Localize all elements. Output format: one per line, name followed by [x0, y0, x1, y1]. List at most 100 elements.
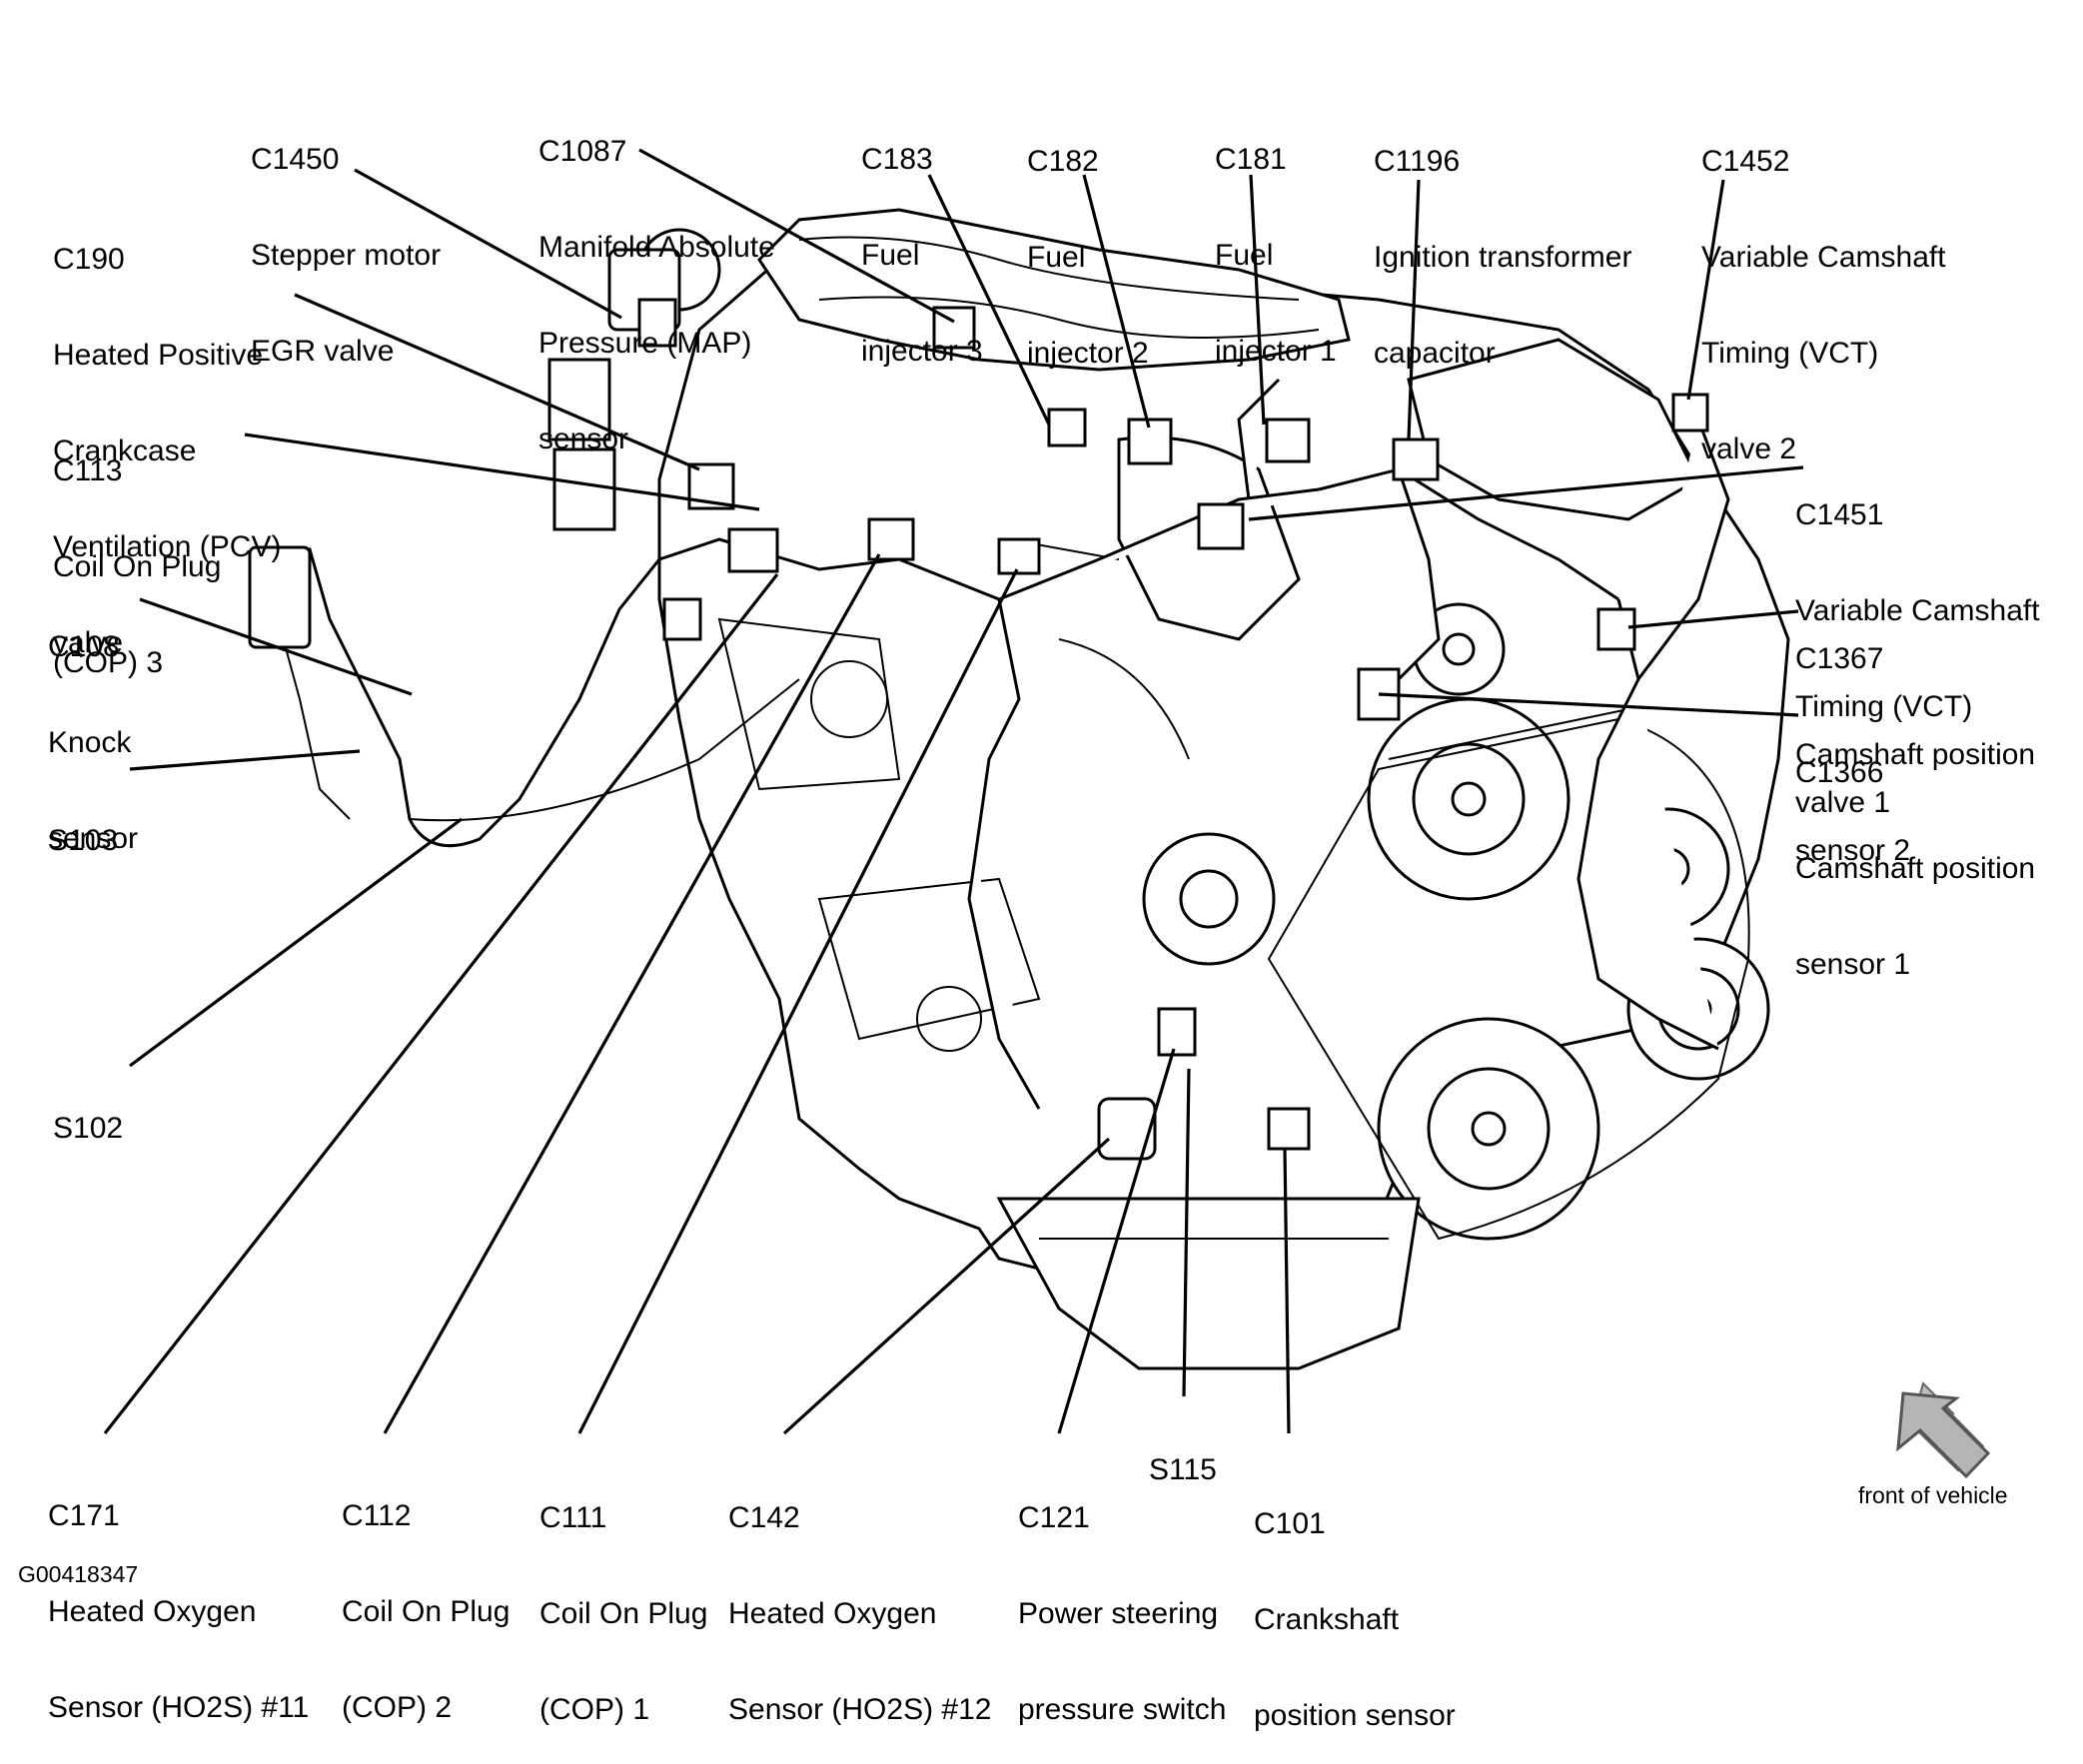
- component-name: Sensor (HO2S) #12: [728, 1693, 992, 1726]
- leader-C121: [1057, 1048, 1176, 1434]
- callout-s102: S102: [53, 1049, 123, 1177]
- component-name: position sensor: [1254, 1699, 1456, 1732]
- component-name: injector 2: [1027, 337, 1149, 370]
- connector-id: C113: [53, 454, 123, 487]
- leader-C1367: [1627, 609, 1799, 629]
- wire-harness: [248, 298, 1730, 1161]
- component-name: pressure switch: [1018, 1693, 1227, 1726]
- component-name: Knock: [48, 726, 132, 759]
- leader-C181: [1249, 174, 1266, 426]
- leader-lines: [103, 148, 1804, 1435]
- component-name: Coil On Plug: [53, 550, 222, 583]
- callout-c113: C113 Coil On Plug (COP) 3: [53, 392, 221, 711]
- component-name: Power steering: [1018, 1597, 1219, 1630]
- leader-C113: [244, 433, 760, 511]
- callout-c181: C181 Fuel injector 1: [1215, 80, 1337, 400]
- leader-C183: [927, 174, 1051, 426]
- connector-id: C1087: [538, 135, 627, 168]
- connector-id: C108: [48, 630, 120, 663]
- component-name: valve 2: [1701, 433, 1797, 465]
- component-name: Fuel: [861, 239, 920, 272]
- component-name: Sensor (HO2S) #11: [48, 1691, 310, 1724]
- component-name: injector 1: [1215, 335, 1337, 368]
- component-name: (COP) 1: [539, 1693, 650, 1726]
- connector-id: C171: [48, 1499, 120, 1532]
- connector-id: C111: [539, 1501, 607, 1534]
- callout-c1367: C1367 Camshaft position sensor 2: [1795, 579, 2035, 899]
- leader-C1452: [1686, 179, 1725, 401]
- connector-id: C190: [53, 243, 125, 276]
- component-name: sensor: [48, 822, 139, 855]
- connector-id: C1196: [1374, 145, 1461, 178]
- leader-S103: [129, 749, 361, 771]
- leader-C112: [383, 553, 881, 1434]
- connector-id: C101: [1254, 1507, 1326, 1540]
- leader-C190: [294, 293, 700, 471]
- leader-C1450: [354, 168, 622, 320]
- component-name: Fuel: [1215, 239, 1274, 272]
- callout-c108: C108 Knock sensor: [48, 567, 138, 887]
- callout-c1450: C1450 Stepper motor EGR valve: [251, 80, 441, 400]
- callout-c1452: C1452 Variable Camshaft Timing (VCT) val…: [1701, 82, 1946, 497]
- connector-id: C1451: [1795, 498, 1884, 531]
- component-name: (COP) 2: [342, 1691, 453, 1724]
- callout-c171: C171 Heated Oxygen Sensor (HO2S) #11: [48, 1436, 309, 1756]
- callout-s103: S103: [48, 761, 118, 889]
- leader-C108: [139, 597, 413, 696]
- component-name: Stepper motor: [251, 239, 442, 272]
- leader-C182: [1082, 174, 1151, 429]
- engine-connector-diagram: [103, 148, 1991, 1479]
- component-name: Pressure (MAP): [538, 327, 752, 360]
- leader-S115: [1182, 1068, 1191, 1397]
- splice-id: S103: [48, 824, 119, 857]
- component-name: Heated Oxygen: [48, 1595, 257, 1628]
- component-name: Camshaft position: [1795, 738, 2036, 771]
- component-name: Manifold Absolute: [538, 231, 775, 264]
- component-name: injector 3: [861, 335, 983, 368]
- component-name: Variable Camshaft: [1701, 241, 1946, 274]
- component-name: Camshaft position: [1795, 852, 2036, 885]
- component-name: Ventilation (PCV): [53, 530, 282, 563]
- callout-c183: C183 Fuel injector 3: [861, 80, 983, 400]
- connector-id: C1367: [1795, 642, 1884, 675]
- splice-id: S115: [1149, 1453, 1217, 1486]
- connector-id: C1450: [251, 143, 340, 176]
- component-name: EGR valve: [251, 335, 395, 368]
- callout-c1196: C1196 Ignition transformer capacitor: [1374, 82, 1631, 402]
- component-name: Variable Camshaft: [1795, 594, 2040, 627]
- connector-id: C183: [861, 143, 933, 176]
- figure-id: G00418347: [18, 1561, 139, 1587]
- callout-c101: C101 Crankshaft position sensor: [1254, 1444, 1456, 1764]
- leader-C171: [103, 573, 779, 1434]
- component-name: Heated Oxygen: [728, 1597, 937, 1630]
- callout-c1451: C1451 Variable Camshaft Timing (VCT) val…: [1795, 436, 2040, 851]
- component-name: Fuel: [1027, 241, 1086, 274]
- component-name: sensor 1: [1795, 948, 1911, 981]
- leader-S102: [129, 817, 463, 1068]
- component-name: Coil On Plug: [539, 1597, 708, 1630]
- arrow-down-left-icon: [1896, 1381, 1991, 1479]
- leader-C111: [577, 568, 1019, 1434]
- component-name: Coil On Plug: [342, 1595, 511, 1628]
- leader-C1451: [1248, 465, 1804, 521]
- leader-C1196: [1407, 179, 1421, 441]
- connector-id: C1366: [1795, 756, 1884, 789]
- splice-id: S102: [53, 1112, 124, 1145]
- connector-id: C142: [728, 1501, 800, 1534]
- callout-c1366: C1366 Camshaft position sensor 1: [1795, 693, 2035, 1013]
- leader-C1366: [1378, 692, 1799, 717]
- leader-C1087: [638, 148, 955, 324]
- component-name: Crankcase: [53, 435, 197, 467]
- callout-c1087: C1087 Manifold Absolute Pressure (MAP) s…: [538, 72, 775, 487]
- leader-C142: [782, 1137, 1111, 1435]
- callout-c111: C111 Coil On Plug (COP) 1: [539, 1438, 707, 1758]
- component-name: sensor 2: [1795, 834, 1911, 867]
- component-name: (COP) 3: [53, 646, 164, 679]
- connector-id: C181: [1215, 143, 1287, 176]
- component-name: Ignition transformer: [1374, 241, 1632, 274]
- callout-c112: C112 Coil On Plug (COP) 2: [342, 1436, 510, 1756]
- component-name: capacitor: [1374, 337, 1496, 370]
- component-name: sensor: [538, 423, 629, 455]
- component-name: valve 1: [1795, 786, 1891, 819]
- component-name: Heated Positive: [53, 339, 264, 372]
